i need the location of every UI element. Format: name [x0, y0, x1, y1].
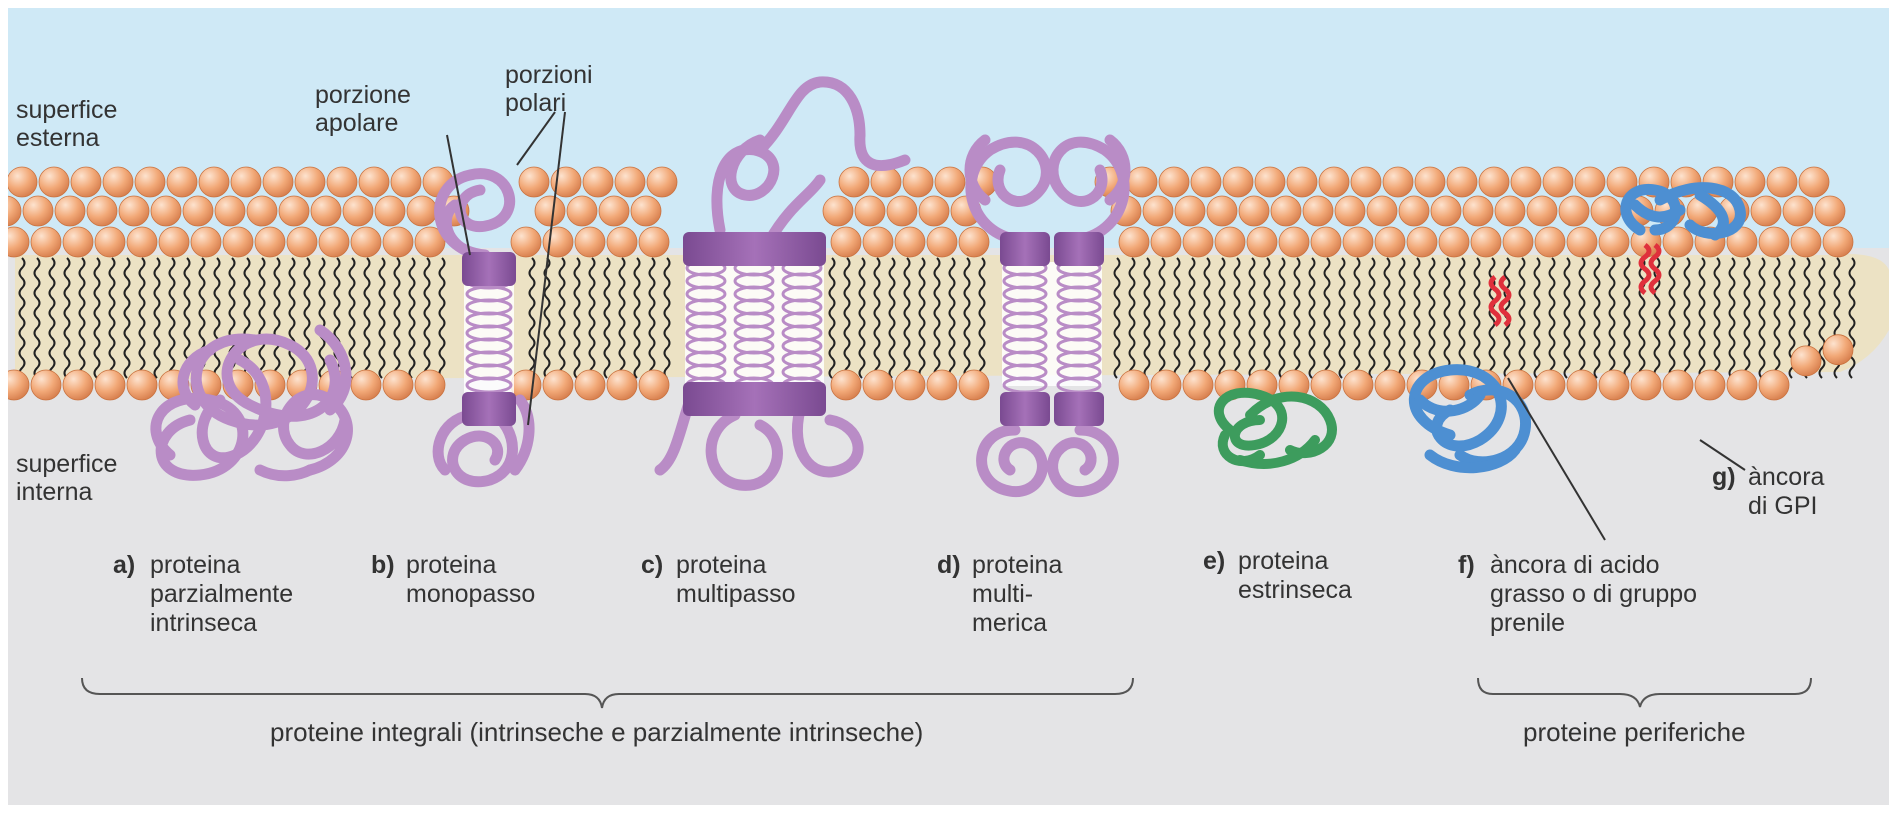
svg-text:d): d): [937, 551, 961, 579]
svg-text:e): e): [1203, 547, 1225, 575]
peripheral-group-label: proteine periferiche: [1523, 717, 1746, 747]
svg-text:f): f): [1458, 551, 1475, 579]
svg-text:c): c): [641, 551, 663, 579]
svg-text:g): g): [1712, 463, 1736, 491]
integral-group-label: proteine integrali (intrinseche e parzia…: [270, 717, 923, 747]
svg-text:a): a): [113, 551, 135, 579]
svg-text:b): b): [371, 551, 395, 579]
